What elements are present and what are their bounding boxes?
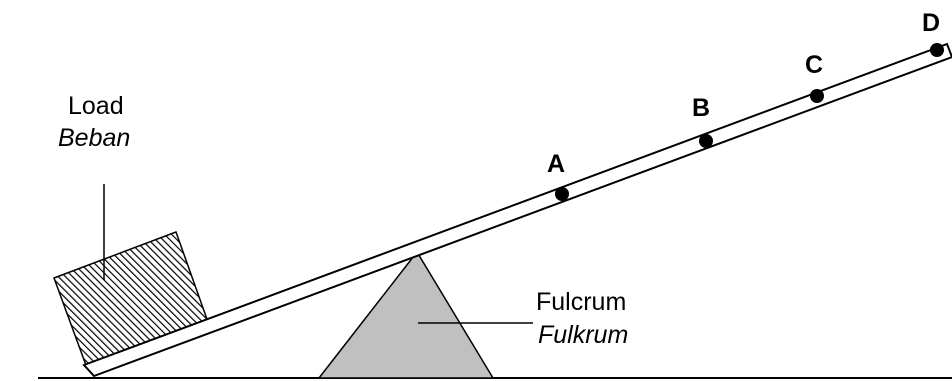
load-label: Load (68, 92, 124, 120)
point-a-label: A (547, 150, 566, 178)
point-a-dot (555, 187, 569, 201)
point-d-label: D (922, 9, 941, 37)
point-c-dot (810, 89, 824, 103)
fulcrum-translation-label: Fulkrum (538, 321, 629, 349)
point-b-dot (699, 134, 713, 148)
lever-plank (82, 42, 952, 378)
point-c-label: C (805, 51, 824, 79)
fulcrum-triangle (317, 250, 495, 379)
load-translation-label: Beban (58, 124, 131, 152)
point-b-label: B (692, 94, 711, 122)
fulcrum-label: Fulcrum (536, 288, 627, 316)
point-d-dot (930, 43, 944, 57)
